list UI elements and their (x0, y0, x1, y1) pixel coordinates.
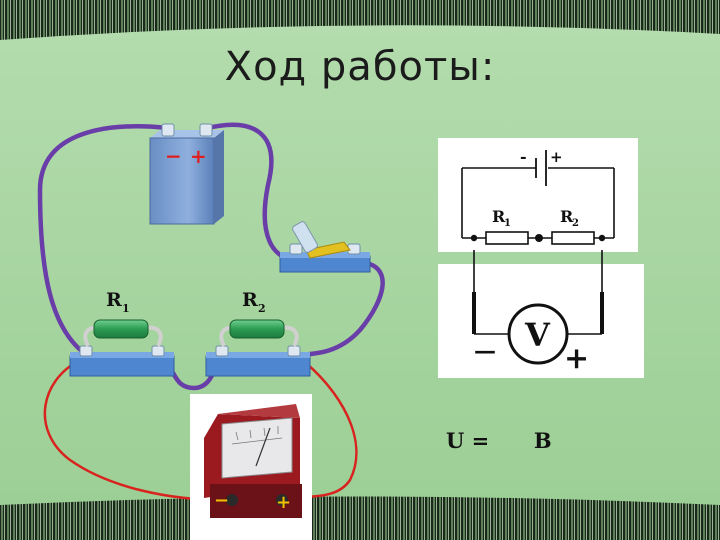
voltmeter-device: − + (190, 394, 312, 540)
schematic-series-circuit: - + R 1 R 2 (438, 138, 638, 252)
measurement-formula: U = В (446, 428, 552, 453)
battery-minus-label: − (165, 144, 182, 168)
switch (279, 221, 371, 273)
schematic-voltmeter-minus: — (474, 338, 496, 364)
meter-minus-label: − (214, 490, 229, 511)
voltmeter-letter: V (524, 316, 551, 354)
wire-battery-to-switch (205, 122, 301, 263)
wire-switch-to-r2 (295, 259, 385, 358)
schematic-voltmeter-plus: + (564, 341, 589, 376)
wire-r1-to-voltmeter (43, 356, 226, 502)
r1-photo-subscript: 1 (122, 302, 130, 315)
schematic-voltmeter: V — + (438, 264, 644, 378)
battery: − + (149, 123, 224, 225)
wire-r2-to-voltmeter (284, 356, 358, 500)
meter-plus-label: + (276, 492, 291, 513)
wire-battery-to-r1 (37, 124, 171, 359)
r2-photo-label: R (242, 289, 258, 311)
schematic-r1-subscript: 1 (504, 218, 511, 229)
resistor-r1 (69, 319, 175, 377)
r1-photo-label: R (106, 289, 122, 311)
resistor-r2 (205, 319, 311, 377)
slide-title: Ход работы: (224, 44, 496, 90)
measurement-label: U = (446, 428, 490, 453)
schematic-r2-label: R (560, 207, 574, 226)
r2-photo-subscript: 2 (258, 302, 266, 315)
red-wires (43, 356, 358, 502)
schematic-r1-label: R (492, 207, 506, 226)
measurement-unit: В (533, 428, 552, 453)
schematic-r2-subscript: 2 (572, 218, 579, 229)
schematic-battery-plus: + (550, 148, 563, 166)
schematic-battery-minus: - (520, 147, 527, 166)
battery-plus-label: + (190, 144, 207, 168)
